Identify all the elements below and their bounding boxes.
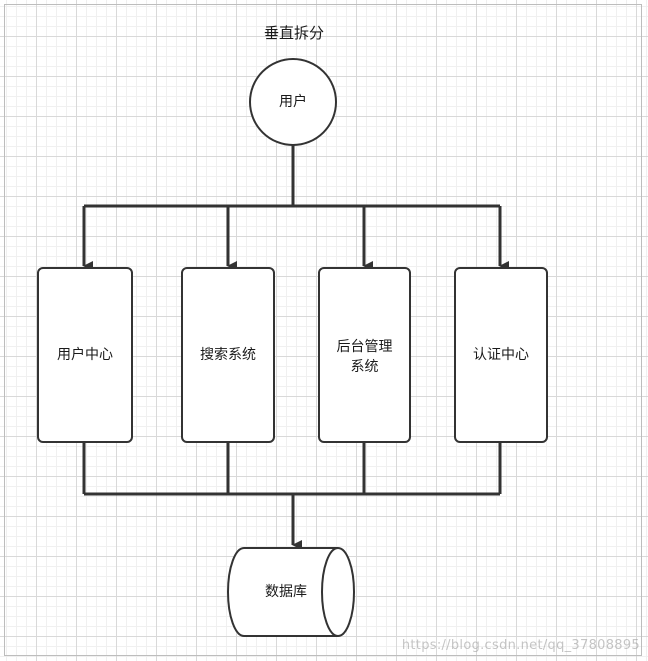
user-node-label: 用户	[279, 94, 307, 110]
database-label: 数据库	[265, 584, 307, 600]
admin-system-label: 后台管理系统	[336, 339, 393, 375]
diagram-title: 垂直拆分	[263, 23, 324, 42]
watermark-text: https://blog.csdn.net/qq_37808895	[401, 638, 640, 653]
user-center-label: 用户中心	[57, 347, 113, 363]
auth-center-label: 认证中心	[473, 347, 529, 363]
search-system-label: 搜索系统	[200, 347, 256, 363]
database-shape[interactable]	[227, 547, 355, 637]
